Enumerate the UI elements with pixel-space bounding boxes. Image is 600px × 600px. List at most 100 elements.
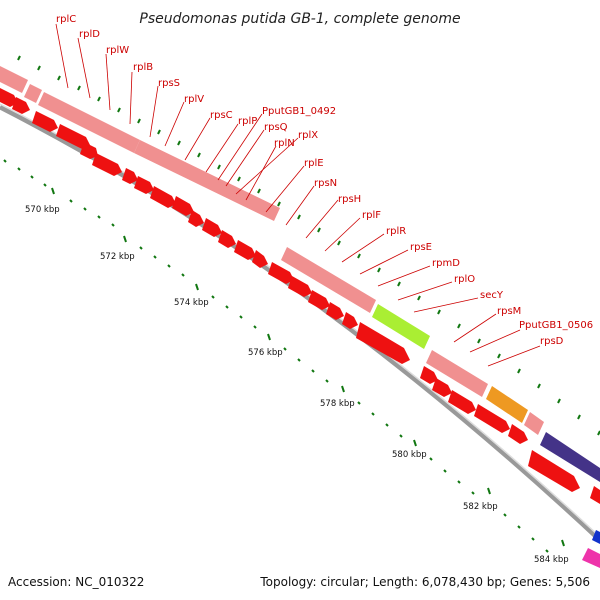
tick-mark — [37, 65, 41, 71]
genome-backbone-outer — [0, 104, 600, 542]
leader-line — [453, 313, 497, 343]
gene-label-rpsD: rpsD — [540, 336, 564, 347]
scale-label: 572 kbp — [100, 252, 135, 262]
gene-label-rplE: rplE — [304, 158, 324, 169]
leader-line — [164, 101, 185, 147]
scale-label: 582 kbp — [463, 502, 498, 512]
gene-block — [0, 66, 28, 93]
scale-tick — [487, 487, 491, 495]
scale-tick — [545, 549, 549, 553]
gene-label-PputGB1_0492: PputGB1_0492 — [262, 106, 336, 117]
tick-mark — [17, 55, 21, 61]
scale-tick — [457, 480, 461, 484]
topology-text: Topology: circular; Length: 6,078,430 bp… — [259, 575, 590, 589]
gene-block — [524, 412, 544, 435]
gene-label-rplF: rplF — [362, 210, 381, 221]
tick-mark — [57, 75, 61, 81]
cds-arrow — [80, 142, 98, 159]
cds-arrow — [356, 322, 410, 364]
leader-line — [245, 145, 277, 201]
gene-block — [38, 92, 140, 153]
accession-text: Accession: NC_010322 — [8, 575, 144, 589]
cds-arrow — [188, 210, 204, 227]
scale-tick — [429, 457, 433, 461]
cds-arrow — [218, 230, 236, 248]
scale-tick — [167, 264, 171, 268]
gene-label-rplW: rplW — [106, 45, 129, 56]
scale-tick — [51, 187, 55, 195]
gene-labels: rplC rplD rplW rplB rpsS rplV rpsC rplP … — [56, 14, 593, 347]
tick-mark — [517, 368, 521, 374]
leader-line — [397, 281, 453, 301]
tick-mark — [337, 240, 341, 246]
gene-label-rplR: rplR — [386, 226, 406, 237]
scale-tick — [371, 412, 375, 416]
gene-label-rpmD: rpmD — [432, 258, 460, 269]
cds-arrow — [474, 404, 510, 433]
cds-arrow — [448, 390, 476, 414]
cds-arrow — [508, 424, 528, 444]
leader-line — [129, 71, 133, 125]
genome-backbone-inner — [0, 103, 600, 538]
scale-label: 574 kbp — [174, 298, 209, 308]
gene-label-rpsN: rpsN — [314, 178, 337, 189]
scale-tick — [211, 295, 215, 299]
cds-arrow — [0, 88, 18, 107]
scale-tick — [111, 223, 115, 227]
cds-arrow — [122, 168, 138, 184]
gene-label-rpsM: rpsM — [497, 306, 521, 317]
scale-tick — [531, 537, 535, 541]
tick-mark — [217, 164, 221, 170]
cds-arrow — [342, 312, 358, 329]
gene-label-rplC: rplC — [56, 14, 76, 25]
gene-block — [540, 432, 600, 482]
gene-track — [0, 66, 600, 568]
gene-label-rplD: rplD — [79, 29, 100, 40]
gene-block — [486, 386, 528, 423]
scale-tick — [341, 385, 345, 393]
gene-block — [134, 140, 280, 221]
tick-mark — [477, 338, 481, 344]
map-title: Pseudomonas putida GB-1, complete genome — [139, 11, 460, 27]
scale-tick — [267, 333, 271, 341]
tick-mark — [557, 398, 561, 404]
scale-tick — [503, 513, 507, 517]
gene-label-rplO: rplO — [454, 274, 475, 285]
gene-label-rpsC: rpsC — [210, 110, 233, 121]
scale-label: 578 kbp — [320, 399, 355, 409]
gene-block — [426, 350, 488, 397]
leader-line — [324, 217, 361, 252]
cds-track — [0, 88, 600, 504]
cds-arrow — [528, 450, 580, 492]
tick-mark — [537, 383, 541, 389]
scale-label: 576 kbp — [248, 348, 283, 358]
leader-line — [265, 165, 305, 213]
leader-line — [469, 329, 521, 353]
scale-tick — [83, 207, 87, 211]
leader-line — [55, 23, 69, 89]
scale-label: 584 kbp — [534, 555, 569, 565]
leader-line — [359, 249, 409, 275]
scale-tick — [123, 235, 127, 243]
gene-label-PputGB1_0506: PputGB1_0506 — [519, 320, 593, 331]
scale-tick — [357, 401, 361, 405]
tick-mark — [197, 152, 201, 158]
tick-mark — [437, 309, 441, 315]
cds-arrow — [268, 262, 294, 284]
gene-block — [281, 247, 376, 313]
tick-mark — [457, 323, 461, 329]
scale-tick — [471, 491, 475, 495]
tick-mark — [317, 227, 321, 233]
scale-tick — [517, 525, 521, 529]
leader-line — [377, 265, 431, 287]
gene-label-rpsE: rpsE — [410, 242, 432, 253]
cds-arrow — [590, 486, 600, 504]
gene-label-rplP: rplP — [238, 116, 257, 127]
cds-arrow — [172, 196, 194, 216]
tick-mark — [577, 414, 581, 420]
cds-arrow — [134, 176, 154, 194]
scale-tick — [561, 539, 565, 547]
tick-mark — [357, 253, 361, 259]
gene-block — [582, 548, 600, 568]
